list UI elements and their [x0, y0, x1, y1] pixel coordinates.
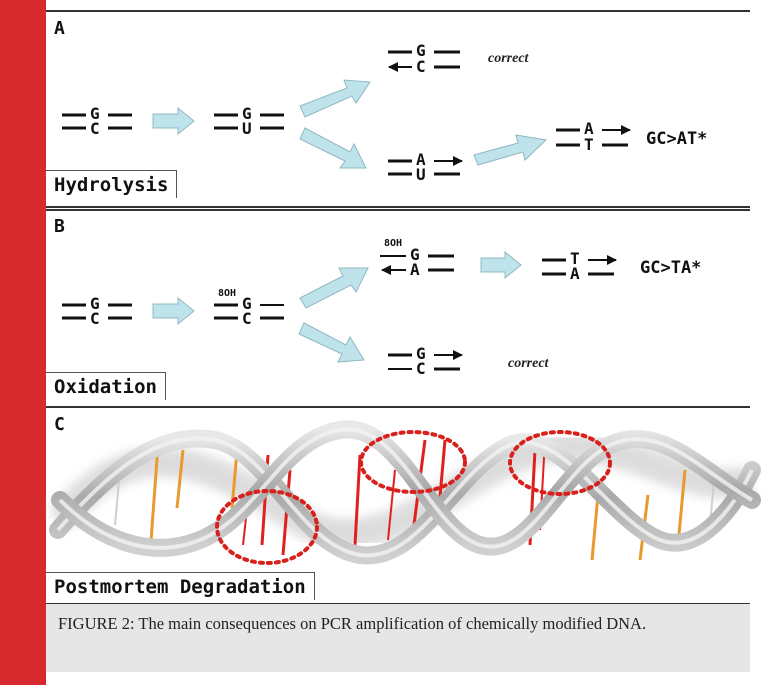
- base-b-final-top: T: [570, 249, 580, 268]
- arrow-a-final: [473, 134, 548, 166]
- base-pair-a-mutant: A U: [388, 150, 463, 184]
- base-pair-b-final: T A: [542, 249, 617, 283]
- arrow-b-1: [152, 296, 195, 326]
- base-b-correct-top: G: [416, 344, 426, 363]
- divider-a-b: [46, 206, 750, 211]
- damage-circle-2: [359, 430, 467, 494]
- arrow-b-2: [480, 250, 522, 280]
- base-b-mid-top: G: [242, 294, 252, 313]
- panel-a-diagram: G C G U G C correct: [62, 41, 707, 184]
- damage-circle-1: [215, 489, 319, 565]
- arrow-a-1: [152, 106, 195, 136]
- panel-a-label: Hydrolysis: [46, 170, 178, 198]
- base-b-correct-bottom: C: [416, 359, 426, 378]
- base-b-start-bottom: C: [90, 309, 100, 328]
- base-b-mid-bottom: C: [242, 309, 252, 328]
- arrow-b-up: [299, 267, 369, 309]
- base-a-mid-top: G: [242, 104, 252, 123]
- accent-bar: [0, 0, 46, 685]
- base-pair-b-mid: 8OH G C: [214, 288, 284, 328]
- arrow-b-down: [298, 322, 365, 363]
- arrow-a-down: [299, 127, 367, 169]
- damage-circles: [215, 430, 612, 565]
- mark-b-mutant: 8OH: [384, 238, 402, 249]
- correct-label-a: correct: [488, 51, 530, 66]
- base-a-mutant-bottom: U: [416, 165, 426, 184]
- base-a-mutant-top: A: [416, 150, 426, 169]
- outcome-a: GC>AT*: [646, 129, 707, 149]
- correct-label-b: correct: [508, 356, 550, 371]
- base-a-final-top: A: [584, 119, 594, 138]
- base-pair-b-mutant: 8OH G A: [380, 238, 454, 279]
- panel-b-label: Oxidation: [46, 372, 166, 400]
- base-pair-b-correct: G C: [388, 344, 463, 378]
- mark-b-mid: 8OH: [218, 288, 236, 299]
- outcome-b: GC>TA*: [640, 258, 701, 278]
- divider-b-c: [46, 406, 750, 408]
- base-a-start-top: G: [90, 104, 100, 123]
- figure-caption: FIGURE 2: The main consequences on PCR a…: [46, 604, 750, 672]
- base-pair-a-final: A T: [556, 119, 631, 154]
- base-b-start-top: G: [90, 294, 100, 313]
- top-border: [46, 10, 750, 12]
- base-pair-b-start: G C: [62, 294, 132, 328]
- base-b-mutant-bottom: A: [410, 260, 420, 279]
- base-b-final-bottom: A: [570, 264, 580, 283]
- arrow-a-up: [299, 79, 371, 118]
- panel-b-diagram: G C 8OH G C 8OH G A: [62, 238, 701, 378]
- base-a-mid-bottom: U: [242, 119, 252, 138]
- base-pair-a-correct: G C: [388, 41, 460, 76]
- base-a-correct-top: G: [416, 41, 426, 60]
- damage-circle-3: [508, 430, 612, 496]
- panel-c-label: Postmortem Degradation: [46, 572, 315, 600]
- panel-a-letter: A: [54, 18, 65, 39]
- base-pair-a-mid: G U: [214, 104, 284, 138]
- base-b-mutant-top: G: [410, 245, 420, 264]
- panel-b-letter: B: [54, 216, 65, 237]
- dna-helix-illustration: [48, 420, 761, 565]
- base-pair-a-start: G C: [62, 104, 132, 138]
- base-a-final-bottom: T: [584, 135, 594, 154]
- panel-c-letter: C: [54, 414, 65, 435]
- base-a-start-bottom: C: [90, 119, 100, 138]
- base-a-correct-bottom: C: [416, 57, 426, 76]
